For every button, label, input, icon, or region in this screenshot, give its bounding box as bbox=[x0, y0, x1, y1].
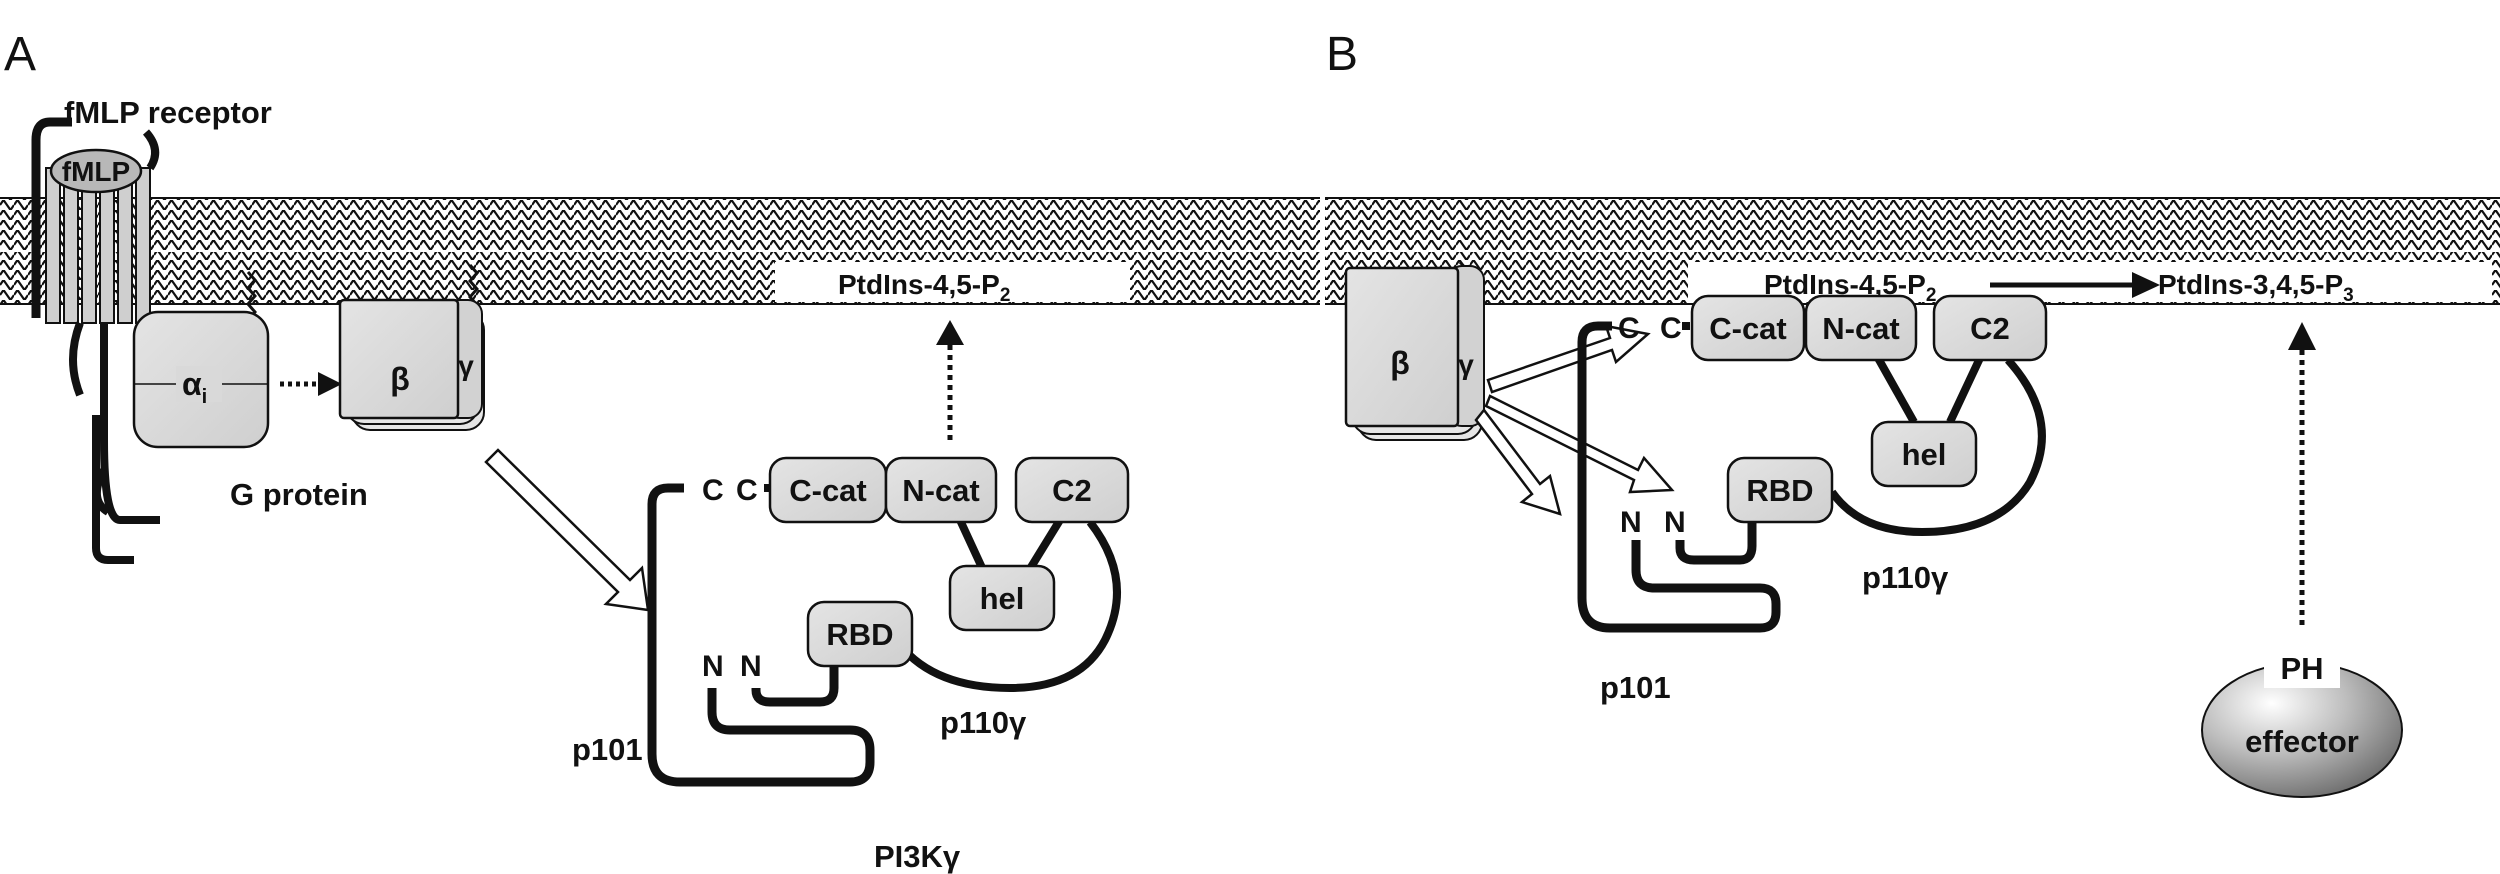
n-cat-label-b: N-cat bbox=[1822, 311, 1900, 346]
c-terminus-1-b: C bbox=[1618, 312, 1640, 345]
ph-domain-label: PH bbox=[2280, 651, 2323, 686]
activation-arrow-b1 bbox=[1486, 324, 1651, 394]
rbd-label-b: RBD bbox=[1746, 473, 1813, 508]
g-beta-gamma-a: β γ bbox=[338, 298, 485, 431]
n-cat-label-a: N-cat bbox=[902, 473, 980, 508]
pi3k-label: PI3Kγ bbox=[874, 839, 961, 874]
panel-a-letter: A bbox=[4, 28, 36, 81]
c-cat-box-b bbox=[1690, 294, 1806, 362]
p110-domains-a: C-cat N-cat C2 hel RBD bbox=[768, 456, 1130, 668]
n-cat-box-a bbox=[884, 456, 998, 524]
pip2-subscript-b: 2 bbox=[1926, 285, 1937, 306]
svg-text:αi: αi bbox=[182, 366, 207, 408]
p101-b bbox=[1577, 321, 1781, 633]
gamma-label-a: γ bbox=[458, 350, 474, 381]
effector-arrowhead bbox=[2288, 322, 2316, 350]
hel-box-b bbox=[1870, 420, 1978, 488]
c2-label-b: C2 bbox=[1970, 311, 2010, 346]
p101-label-a: p101 bbox=[572, 732, 643, 767]
panel-b: B PtdIns-4,5-P2 PtdIns-3,4,5-P3 β γ bbox=[1325, 28, 2500, 798]
g-beta-gamma-b: β γ bbox=[1344, 265, 1485, 441]
p110-label-a: p110γ bbox=[940, 705, 1027, 740]
svg-text:PtdIns-3,4,5-P3: PtdIns-3,4,5-P3 bbox=[2158, 269, 2354, 306]
n-terminus-1-a: N bbox=[702, 650, 724, 683]
c2-box-b bbox=[1932, 294, 2048, 362]
c2-box-a bbox=[1014, 456, 1130, 524]
alpha-label: α bbox=[182, 366, 202, 402]
p101-label-b: p101 bbox=[1600, 670, 1671, 705]
panel-a: A PtdIns-4,5-P2 fML bbox=[0, 28, 1320, 874]
c-cat-label-b: C-cat bbox=[1709, 311, 1787, 346]
n-terminus-1-b: N bbox=[1620, 506, 1642, 539]
pip2-arrowhead-a bbox=[936, 320, 964, 345]
rbd-label-a: RBD bbox=[826, 617, 893, 652]
g-protein-label: G protein bbox=[230, 477, 368, 512]
fmlp-ligand bbox=[49, 148, 143, 194]
hel-label-b: hel bbox=[1902, 437, 1947, 472]
c2-label-a: C2 bbox=[1052, 473, 1092, 508]
pip2-label-a: PtdIns-4,5-P2 bbox=[775, 262, 1130, 306]
pip2-subscript-a: 2 bbox=[1000, 285, 1011, 306]
c-cat-label-a: C-cat bbox=[789, 473, 867, 508]
effector-label: effector bbox=[2245, 724, 2359, 759]
lipid-anchor-alpha bbox=[246, 271, 257, 321]
n-terminus-2-a: N bbox=[740, 650, 762, 683]
pip2-to-pip3-arrowhead bbox=[2132, 272, 2160, 298]
c-terminus-1-a: C bbox=[702, 474, 724, 507]
alpha-subscript: i bbox=[202, 386, 208, 408]
activation-arrow-b3 bbox=[1474, 407, 1562, 516]
p110-label-b: p110γ bbox=[1862, 560, 1949, 595]
beta-label-b: β bbox=[1390, 345, 1410, 381]
hel-label-a: hel bbox=[980, 581, 1025, 616]
p110-linker-a bbox=[896, 519, 1121, 693]
receptor-label: fMLP receptor bbox=[64, 95, 272, 130]
pip2-text-a: PtdIns-4,5-P bbox=[838, 269, 1000, 300]
fmlp-receptor: fMLP bbox=[31, 117, 160, 564]
g-alpha-subunit: αi bbox=[132, 310, 270, 449]
c-terminus-2-a: C bbox=[736, 474, 758, 507]
panel-b-letter: B bbox=[1326, 28, 1358, 81]
pip3-subscript-b: 3 bbox=[2343, 285, 2354, 306]
n-cat-box-b bbox=[1804, 294, 1918, 362]
svg-text:PtdIns-4,5-P2: PtdIns-4,5-P2 bbox=[838, 269, 1010, 306]
rbd-box-b bbox=[1726, 456, 1834, 524]
activation-arrow-a bbox=[484, 448, 650, 612]
hel-box-a bbox=[948, 564, 1056, 632]
pip3-text-b: PtdIns-3,4,5-P bbox=[2158, 269, 2343, 300]
rbd-box-a bbox=[806, 600, 914, 668]
fmlp-ligand-label: fMLP bbox=[62, 156, 130, 187]
c-terminus-2-b: C bbox=[1660, 312, 1682, 345]
alpha-to-beta-arrowhead bbox=[318, 372, 342, 396]
p110-domains-b: C-cat N-cat C2 hel RBD bbox=[1690, 294, 2048, 524]
beta-label-a: β bbox=[390, 361, 410, 397]
p110-linker-b bbox=[1828, 357, 2046, 537]
n-terminus-2-b: N bbox=[1664, 506, 1686, 539]
gamma-label-b: γ bbox=[1458, 349, 1474, 380]
effector: PH effector bbox=[2201, 646, 2403, 798]
